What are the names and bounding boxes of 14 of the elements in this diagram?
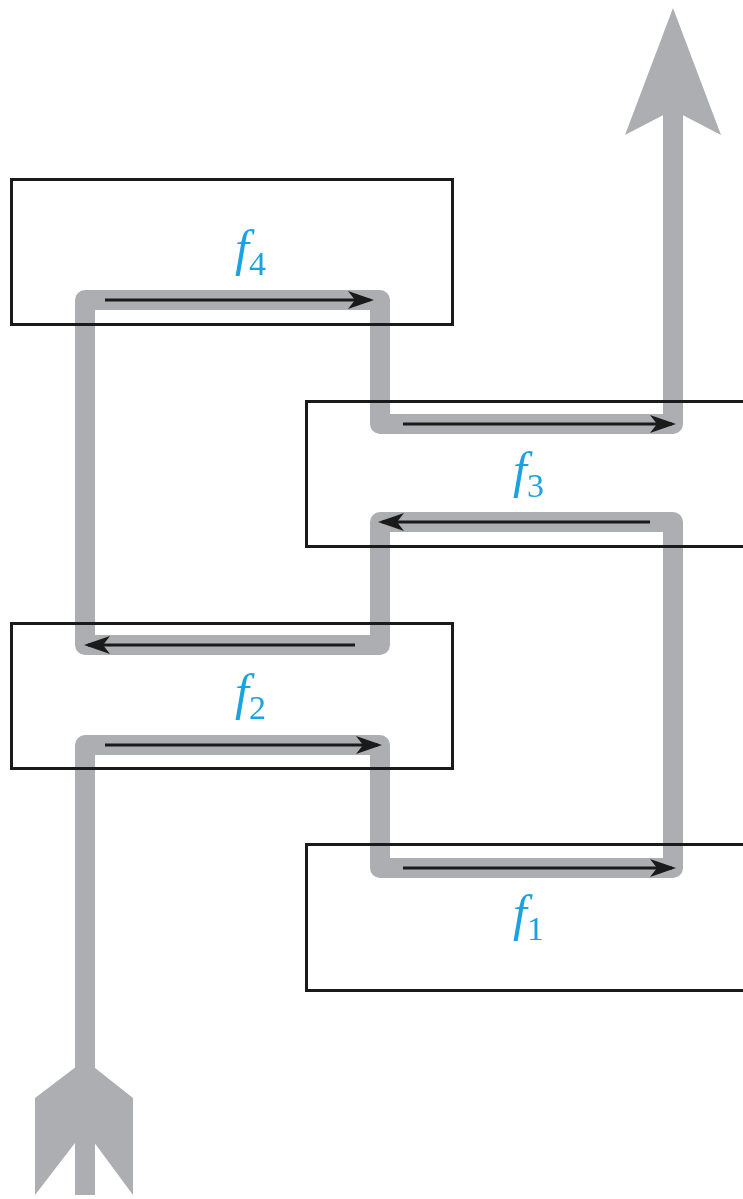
flow-arrow (625, 8, 721, 400)
flow-band (75, 326, 95, 622)
flow-band (370, 770, 390, 843)
flow-band (370, 548, 390, 622)
function-label: f$_{4}$ (235, 223, 266, 281)
flow-band (370, 326, 390, 400)
function-box (305, 400, 743, 548)
function-label: f$_{1}$ (513, 888, 544, 946)
function-box (10, 178, 454, 326)
function-box (10, 622, 454, 770)
function-label: f$_{3}$ (513, 445, 544, 503)
function-box (305, 843, 743, 992)
function-label: f$_{2}$ (235, 667, 266, 725)
flow-band (663, 548, 683, 843)
